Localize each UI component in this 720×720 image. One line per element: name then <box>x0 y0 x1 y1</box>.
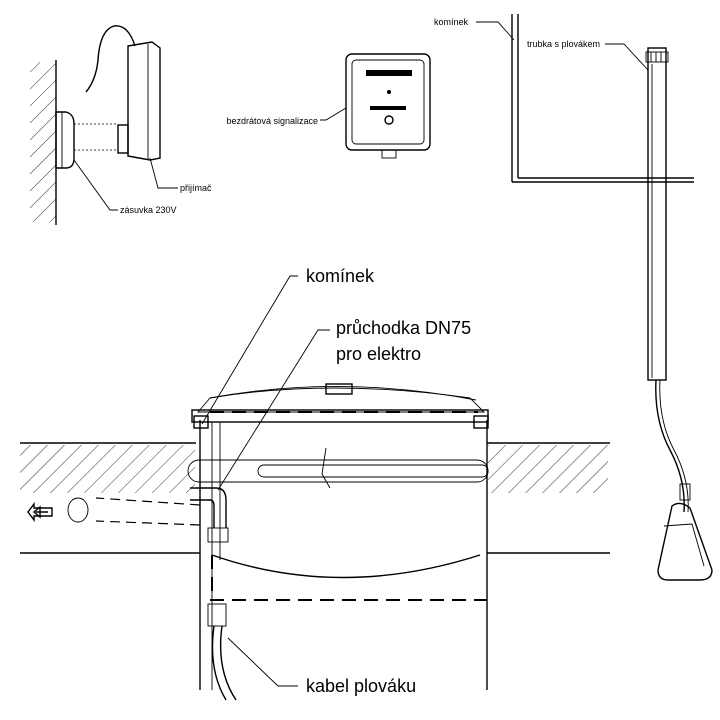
float-cable-down-2 <box>219 625 237 701</box>
float-cable-leader <box>227 637 298 687</box>
tank-section: komínek průchodka DN75 pro elektro kabel… <box>20 266 610 701</box>
receiver-leader <box>149 157 178 189</box>
tank-inner-pipe <box>187 459 489 483</box>
receiver-label: přijímač <box>180 183 212 193</box>
passthrough-leader <box>217 329 330 491</box>
passthrough-elbow-inner <box>190 499 215 528</box>
ground-hatch-right <box>488 445 608 493</box>
signal-leader <box>320 107 347 121</box>
lid-dome <box>197 387 486 413</box>
signal-display <box>366 70 412 76</box>
float-switch <box>657 502 713 581</box>
float-cable-down-1 <box>211 625 227 701</box>
socket-230v <box>55 111 75 169</box>
signal-unit-front <box>351 59 425 145</box>
wall-hatch <box>30 62 56 222</box>
outlet-pipe-bottom <box>95 520 201 526</box>
socket-leader <box>73 159 118 211</box>
float-tube-cap <box>645 51 669 63</box>
signal-indicator-bar <box>370 106 406 110</box>
lid-handle <box>325 383 353 395</box>
passthrough-label-line2: pro elektro <box>336 344 421 364</box>
socket-receiver-detail: přijímač zásuvka 230V <box>30 25 212 225</box>
float-cable-upper <box>655 379 685 513</box>
lid-dome-shine <box>209 386 477 401</box>
passthrough-elbow-outer <box>190 487 227 528</box>
plug <box>117 124 129 154</box>
float-cable-sleeve <box>679 483 691 501</box>
lid-lock-left <box>193 415 209 429</box>
tank-inner-pipe-core <box>257 464 489 478</box>
wireless-signal-unit: bezdrátová signalizace <box>226 53 431 159</box>
ground-hatch-left <box>20 445 195 493</box>
float-cable-sleeve-bottom <box>207 603 227 627</box>
outlet-pipe-end <box>67 497 89 523</box>
signal-button <box>384 115 394 125</box>
float-tube-leader <box>605 43 649 71</box>
passthrough-label-line1: průchodka DN75 <box>336 318 471 338</box>
float-tube <box>647 47 667 381</box>
outlet-pipe-top <box>95 497 201 506</box>
passthrough-gland <box>207 527 229 543</box>
wireless-signal-label: bezdrátová signalizace <box>226 116 318 126</box>
float-cable-label: kabel plováku <box>306 676 416 696</box>
tank-curved-bottom <box>211 554 481 579</box>
float-cable-upper-2 <box>659 379 689 513</box>
outflow-arrow-icon <box>27 501 53 523</box>
float-switch-highlight <box>663 523 705 567</box>
chimney-large-leader <box>201 275 298 425</box>
lid-lock-right <box>473 415 489 429</box>
receiver-body <box>127 41 161 161</box>
float-tube-label: trubka s plovákem <box>527 39 600 49</box>
chimney-large-label: komínek <box>306 266 375 286</box>
chimney-small-leader <box>476 21 515 41</box>
socket-label: zásuvka 230V <box>120 205 177 215</box>
chimney-float-detail: komínek trubka s plovákem <box>434 14 713 581</box>
signal-unit-body <box>345 53 431 151</box>
outflow-arrow <box>32 505 48 519</box>
receiver-cable <box>85 25 136 93</box>
chimney-small-label: komínek <box>434 17 469 27</box>
signal-led <box>387 90 391 94</box>
signal-cable-gland <box>381 149 397 159</box>
tank-inner-fin <box>321 447 331 489</box>
